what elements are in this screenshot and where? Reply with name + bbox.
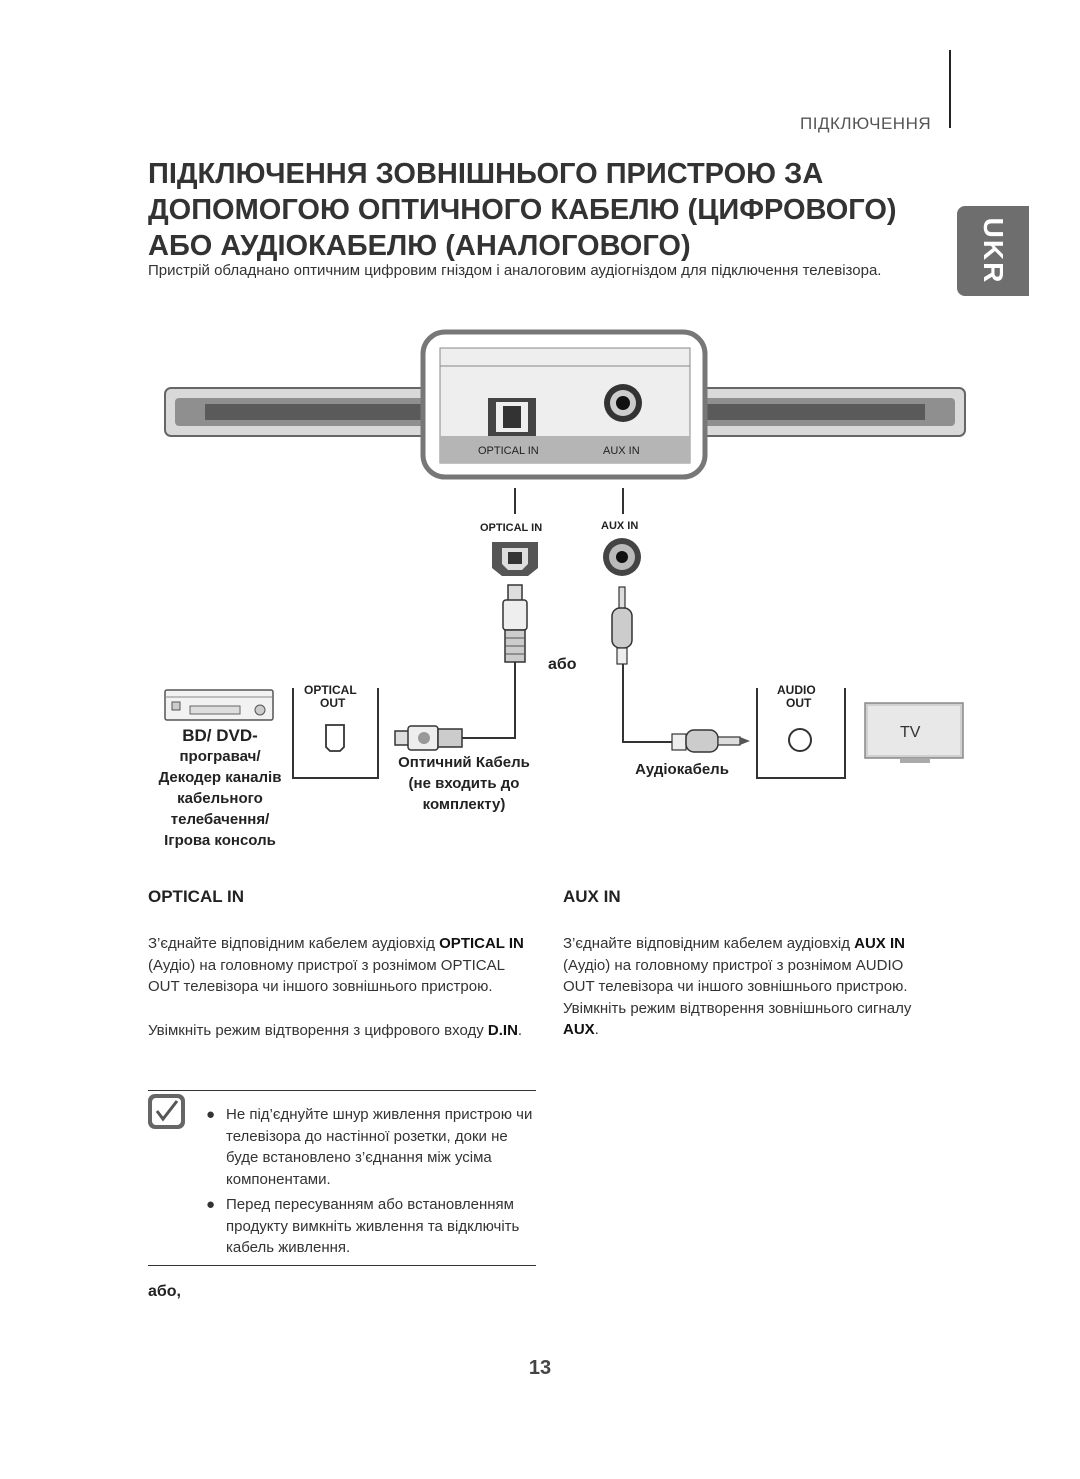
audio-out-label-line1: AUDIO: [777, 683, 816, 697]
audio-cable-label: Аудіокабель: [635, 761, 729, 778]
aux-p1-bold: AUX IN: [854, 935, 905, 952]
audio-cable: [622, 664, 675, 743]
audio-out-port-box: [756, 688, 846, 779]
aux-in-paragraph: З’єднайте відповідним кабелем аудіовхід …: [563, 933, 938, 1041]
optical-plug-vertical: [502, 584, 528, 663]
aux-in-port: [603, 538, 641, 576]
optical-out-label-line2: OUT: [320, 696, 346, 710]
optical-p2-bold: D.IN: [487, 1022, 518, 1039]
language-tab: UKR: [957, 206, 1029, 296]
note-bottom-rule: [148, 1265, 536, 1266]
optical-in-heading: OPTICAL IN: [148, 887, 245, 906]
footer-or-label: або,: [148, 1283, 181, 1300]
header-rule: [949, 50, 951, 128]
panel-aux-in-label: AUX IN: [603, 445, 640, 457]
optical-p1-text-a: З’єднайте відповідним кабелем аудіовхід: [148, 935, 440, 952]
intro-text: Пристрій обладнано оптичним цифровим гні…: [148, 262, 882, 279]
audio-out-label-line2: OUT: [786, 696, 812, 710]
bullet-icon: ●: [206, 1196, 216, 1213]
note-item: ● Не під’єднуйте шнур живлення пристрою ч…: [206, 1104, 536, 1190]
aux-plug-vertical: [611, 586, 633, 665]
connection-diagram: OPTICAL IN AUX IN OPTICAL IN AUX IN або: [164, 329, 966, 779]
device-line-3: Декодер каналів: [158, 769, 282, 786]
note-item-text: Перед пересуванням або встановленням про…: [226, 1196, 520, 1256]
aux-p1-text-c: (Аудіо) на головному пристрої з рознімом…: [563, 956, 912, 1017]
or-label: або: [548, 656, 577, 673]
aux-in-heading: AUX IN: [563, 887, 621, 906]
tv-label: TV: [900, 724, 921, 741]
optical-in-paragraph-1: З’єднайте відповідним кабелем аудіовхід …: [148, 933, 533, 998]
optical-in-paragraph-2: Увімкніть режим відтворення з цифрового …: [148, 1020, 533, 1042]
panel-optical-in-label: OPTICAL IN: [478, 445, 539, 457]
port-aux-in-label: AUX IN: [601, 520, 638, 532]
optical-cable-label: Оптичний Кабель (не входить до комплекту…: [372, 752, 556, 815]
device-line-2: програвач/: [179, 748, 261, 765]
optical-out-port-box: [292, 688, 379, 779]
page-number: 13: [528, 1357, 552, 1379]
optical-in-port: [492, 542, 538, 576]
optical-cable-line-3: комплекту): [422, 796, 506, 813]
tv-illustration: [864, 702, 964, 763]
aux-p1-text-e: .: [594, 1021, 599, 1038]
device-line-6: Ігрова консоль: [164, 832, 276, 849]
optical-p1-text-c: (Аудіо) на головному пристрої з рознімом…: [148, 956, 505, 996]
optical-plug-horizontal: [394, 725, 463, 751]
device-line-1: BD/ DVD-: [182, 726, 258, 745]
note-top-rule: [148, 1090, 536, 1091]
dvd-player-illustration: [164, 689, 274, 721]
note-list: ● Не під’єднуйте шнур живлення пристрою ч…: [206, 1104, 536, 1263]
device-line-5: телебачення/: [170, 811, 270, 828]
optical-p2-text-c: .: [517, 1022, 523, 1039]
optical-cable-line-2: (не входить до: [408, 775, 520, 792]
optical-cable-line-1: Оптичний Кабель: [398, 754, 530, 771]
optical-cable: [462, 662, 516, 739]
bullet-icon: ●: [206, 1106, 216, 1123]
optical-p1-bold: OPTICAL IN: [439, 935, 524, 952]
aux-plug-horizontal: [671, 729, 750, 753]
note-item: ● Перед пересуванням або встановленням пр…: [206, 1194, 536, 1259]
rear-panel-zoom: [420, 329, 708, 480]
optical-out-label-line1: OPTICAL: [304, 683, 357, 697]
note-icon: [148, 1094, 185, 1129]
aux-p1-text-a: З’єднайте відповідним кабелем аудіовхід: [563, 935, 855, 952]
note-item-text: Не під’єднуйте шнур живлення пристрою чи…: [226, 1106, 533, 1188]
port-optical-in-label: OPTICAL IN: [480, 522, 542, 534]
page-title: ПІДКЛЮЧЕННЯ ЗОВНІШНЬОГО ПРИСТРОЮ ЗА ДОПО…: [148, 158, 897, 262]
aux-p1-bold-2: AUX: [563, 1021, 595, 1038]
section-label: ПІДКЛЮЧЕННЯ: [800, 114, 932, 133]
optical-p2-text-a: Увімкніть режим відтворення з цифрового …: [148, 1022, 488, 1039]
source-device-label: BD/ DVD- програвач/ Декодер каналів кабе…: [140, 725, 300, 851]
device-line-4: кабельного: [177, 790, 263, 807]
